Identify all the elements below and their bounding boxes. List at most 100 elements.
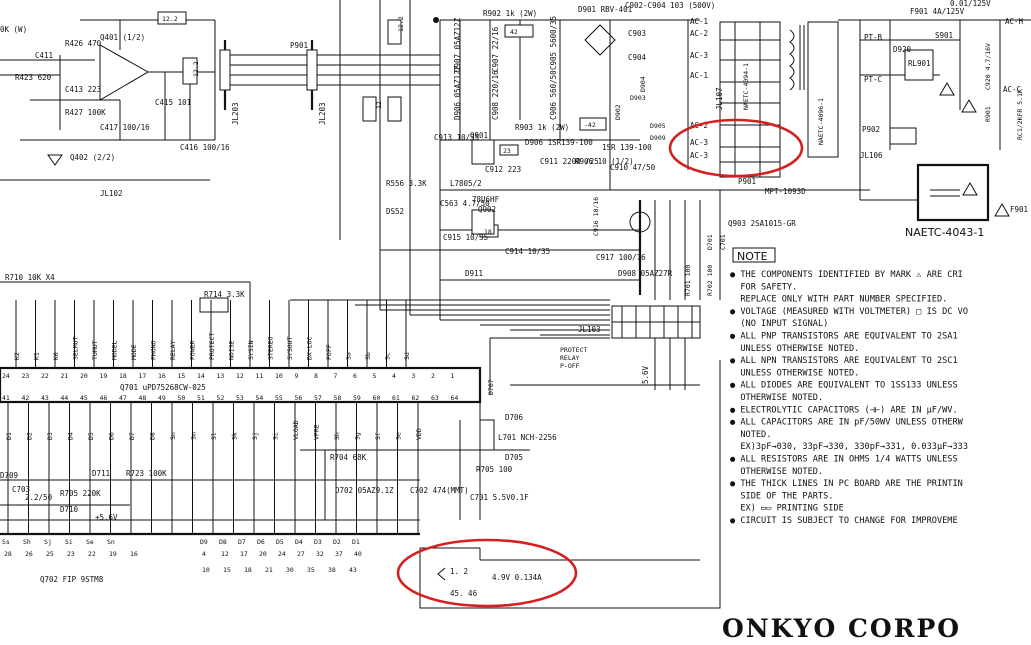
pin-number: 64 — [451, 394, 459, 402]
label: C912 223 — [485, 165, 521, 174]
label: PROTECT — [560, 346, 587, 354]
label: 42 — [510, 28, 518, 36]
label: R710 10K X4 — [5, 273, 55, 282]
label: C908 220/16 — [491, 70, 500, 120]
pin-number: 19 — [100, 372, 108, 380]
label: D701 — [706, 234, 714, 250]
bus-section: R710 10K X4 R714 3.3K JL103 PROTECT RELA… — [0, 250, 701, 395]
pin-number: 57 — [314, 394, 322, 402]
pin-number: 48 — [139, 394, 147, 402]
note-line: FOR SAFETY. — [730, 282, 797, 292]
label: C413 223 — [65, 85, 101, 94]
note-line: UNLESS OTHERWISE NOTED. — [730, 344, 859, 354]
pin-number: 53 — [236, 394, 244, 402]
label: RL901 — [908, 59, 931, 68]
label: D905 — [650, 122, 666, 130]
label: 1SR 139-100 — [602, 143, 652, 152]
pin-number: 61 — [392, 394, 400, 402]
regulator-q902 — [471, 209, 495, 235]
note-line: ● ALL RESISTORS ARE IN OHMS 1/4 WATTS UN… — [730, 455, 958, 465]
pin-label: MODE — [130, 344, 138, 360]
note-line: ● ALL CAPACITORS ARE IN pF/50WV UNLESS O… — [730, 418, 964, 428]
fip-pin-label: D9 — [200, 538, 208, 546]
note-line: ● ALL DIODES ARE EQUIVALENT TO 1SS133 UN… — [730, 381, 958, 391]
pin-label: Sh — [333, 432, 341, 440]
pin-number: 41 — [2, 394, 10, 402]
transformer-coil — [789, 29, 795, 91]
pin-number: 18 — [119, 372, 127, 380]
label: RC1/2KFR 5.1K — [1016, 89, 1024, 140]
fip-pin-number: 21 — [265, 566, 273, 574]
fip-pin-number: 26 — [25, 550, 33, 558]
opamp-symbol — [99, 44, 150, 101]
note-title-box — [732, 247, 776, 263]
fip-pin-number: 43 — [349, 566, 357, 574]
pin-number: 23 — [22, 372, 30, 380]
label: R426 470 — [65, 39, 102, 48]
note-line: OTHERWISE NOTED. — [730, 393, 823, 403]
label-box-12v2-top — [157, 11, 187, 25]
label: 2.2/50 — [25, 493, 53, 502]
fip-pin-label: Se — [86, 538, 94, 546]
brand-wordmark: ONKYO CORPO — [722, 614, 961, 643]
fip-pin-number: 17 — [240, 550, 248, 558]
pin-number: 15 — [178, 372, 186, 380]
pin-number: 56 — [295, 394, 303, 402]
label: C916 10/16 — [592, 197, 600, 236]
notes-block: NOTE ● THE COMPONENTS IDENTIFIED BY MARK… — [730, 247, 968, 526]
pin-label: VPRE — [313, 424, 321, 440]
pin-number: 3 — [412, 372, 416, 380]
label-box-12b — [387, 96, 402, 122]
transformer-section: AC-1 AC-2 AC-3 AC-1 AC-2 AC-3 AC-3 JL107… — [592, 0, 1031, 296]
pin-label: Sa — [345, 352, 353, 360]
label: AC-3 — [690, 151, 708, 160]
fip-pin-number: 30 — [286, 566, 294, 574]
label: R714 3.3K — [204, 290, 245, 299]
pin-label: Sn — [169, 432, 177, 440]
pin-label: PHONO — [150, 340, 158, 360]
fip-pin-label: Sj — [44, 538, 52, 546]
pin-label: K0 — [52, 352, 60, 360]
pin-label: D8 — [149, 432, 157, 440]
note-line: (NO INPUT SIGNAL) — [730, 319, 828, 329]
label: MPT-1093D — [765, 187, 806, 196]
note-line: EX)3pF→030, 33pF→330, 330pF→331, 0.033μF… — [730, 442, 968, 452]
label: AC-H — [1005, 17, 1024, 26]
fip-pin-number: 20 — [259, 550, 267, 558]
pin-label: D6 — [108, 432, 116, 440]
pin-number: 1 — [451, 372, 455, 380]
label: 23 — [503, 147, 511, 155]
label-box-12v2 — [182, 57, 198, 85]
fip-pin-number: 22 — [88, 550, 96, 558]
fip-pin-number: 25 — [46, 550, 54, 558]
pin-label: Si — [272, 432, 280, 440]
label: Q402 (2/2) — [70, 153, 115, 162]
pin-label: D3 — [46, 432, 54, 440]
fip-pin-number: 28 — [4, 550, 12, 558]
pin-number: 10 — [275, 372, 283, 380]
bottom-left-section: D709 C703 2.2/50 R705 220K D711 R723 100… — [0, 379, 557, 536]
fip-pin-number: 37 — [335, 550, 343, 558]
label: D707 — [487, 379, 495, 395]
highlight-circle-fip-heater — [396, 538, 578, 608]
pin-bracket — [437, 567, 446, 581]
ic-label: Q702 FIP 9STM8 — [40, 575, 104, 584]
pin-label: D5 — [87, 432, 95, 440]
pin-number: 8 — [314, 372, 318, 380]
power-supply-section: D901 RBV-401 R902 1k (2W) C902-C904 103 … — [339, 0, 721, 300]
pin-number: 21 — [61, 372, 69, 380]
pin-number: 62 — [412, 394, 420, 402]
pin-label: PROTECT — [208, 333, 216, 360]
label: D908 05AZ27R — [618, 269, 673, 278]
label-box-12v — [387, 19, 402, 45]
label: R701 100 — [684, 265, 692, 296]
label: PT-C — [864, 75, 882, 84]
wire — [419, 360, 721, 609]
fip-pin-number: 32 — [316, 550, 324, 558]
label: C563 4.7/50 — [440, 199, 490, 208]
pin-number: 63 — [431, 394, 439, 402]
label: D711 — [92, 469, 110, 478]
pin-label: SELMUT — [72, 336, 80, 360]
